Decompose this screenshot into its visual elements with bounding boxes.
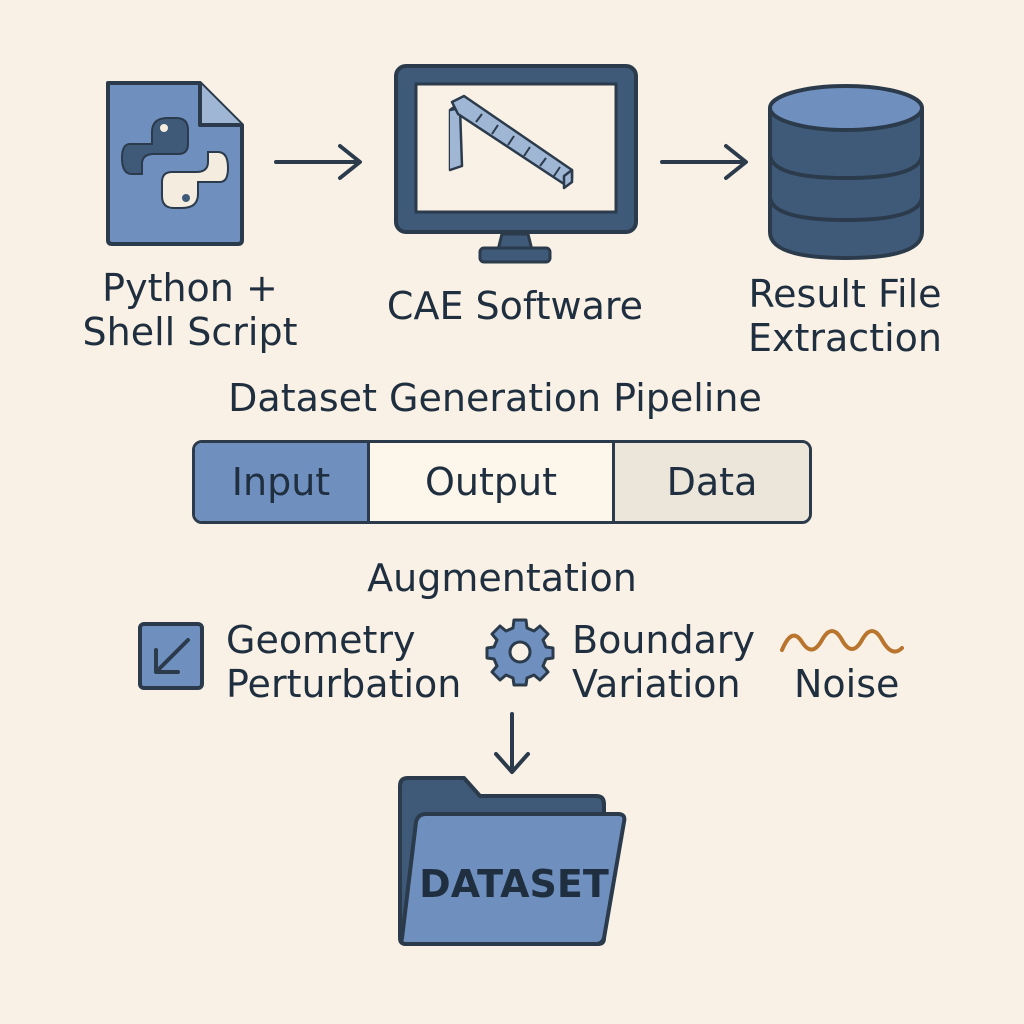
tab-output[interactable]: Output (367, 443, 612, 521)
data-type-tabs: Input Output Data (192, 440, 812, 524)
database-icon (768, 84, 924, 261)
augmentation-item-noise: Noise (794, 662, 900, 706)
stage-result-line1: Result File (748, 272, 942, 316)
augmentation-item-geometry: Geometry Perturbation (226, 618, 461, 706)
tab-data[interactable]: Data (612, 443, 809, 521)
tab-input-label: Input (231, 460, 331, 504)
stage-python-line1: Python + (102, 266, 278, 310)
stage-python-label: Python + Shell Script (80, 266, 300, 354)
stage-python-line2: Shell Script (82, 310, 298, 354)
stage-result-line2: Extraction (748, 316, 942, 360)
dataset-label: DATASET (419, 862, 609, 906)
monitor-icon (394, 64, 638, 264)
tab-data-label: Data (666, 460, 758, 504)
gear-icon (485, 618, 555, 687)
python-file-icon (106, 81, 244, 246)
resize-arrow-icon (138, 622, 204, 690)
stage-result-label: Result File Extraction (740, 272, 950, 360)
wave-icon (780, 629, 904, 654)
boundary-line2: Variation (572, 662, 741, 706)
boundary-line1: Boundary (572, 618, 756, 662)
augmentation-item-boundary: Boundary Variation (572, 618, 755, 706)
pipeline-title: Dataset Generation Pipeline (228, 376, 762, 420)
geometry-line2: Perturbation (226, 662, 462, 706)
arrow-right-icon (274, 144, 362, 180)
tab-output-label: Output (425, 460, 557, 504)
arrow-right-icon (660, 144, 748, 180)
stage-cae-label: CAE Software (386, 284, 644, 328)
geometry-line1: Geometry (226, 618, 416, 662)
folder-icon (398, 776, 627, 946)
tab-input[interactable]: Input (195, 443, 367, 521)
augmentation-heading: Augmentation (367, 556, 637, 600)
arrow-down-icon (494, 712, 530, 774)
